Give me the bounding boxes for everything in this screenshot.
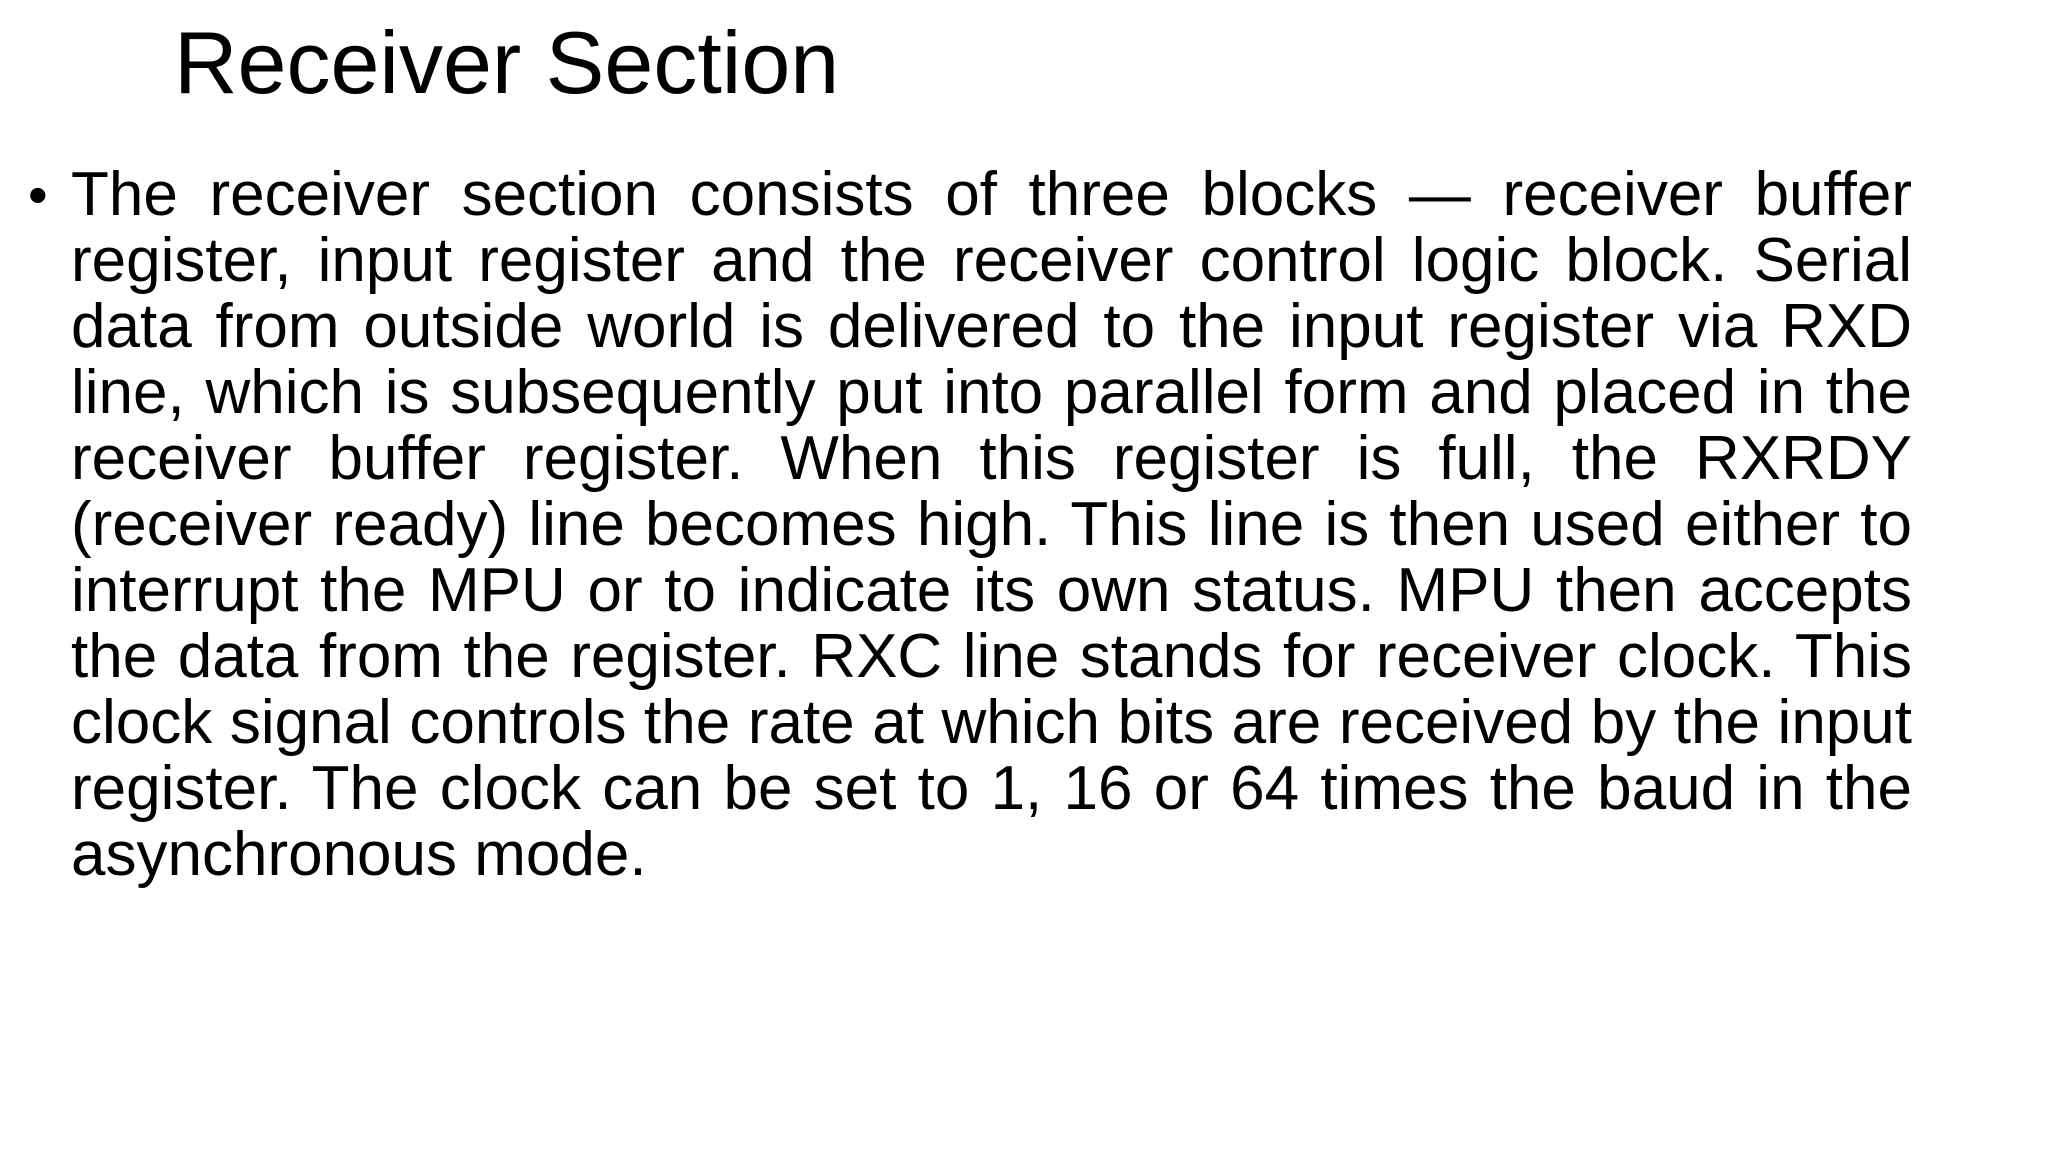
slide-title: Receiver Section (174, 13, 840, 112)
bullet-list: • The receiver section consists of three… (28, 162, 1912, 888)
bullet-text: The receiver section consists of three b… (71, 160, 1912, 889)
bullet-item: • The receiver section consists of three… (28, 162, 1912, 888)
bullet-marker: • (28, 163, 48, 226)
